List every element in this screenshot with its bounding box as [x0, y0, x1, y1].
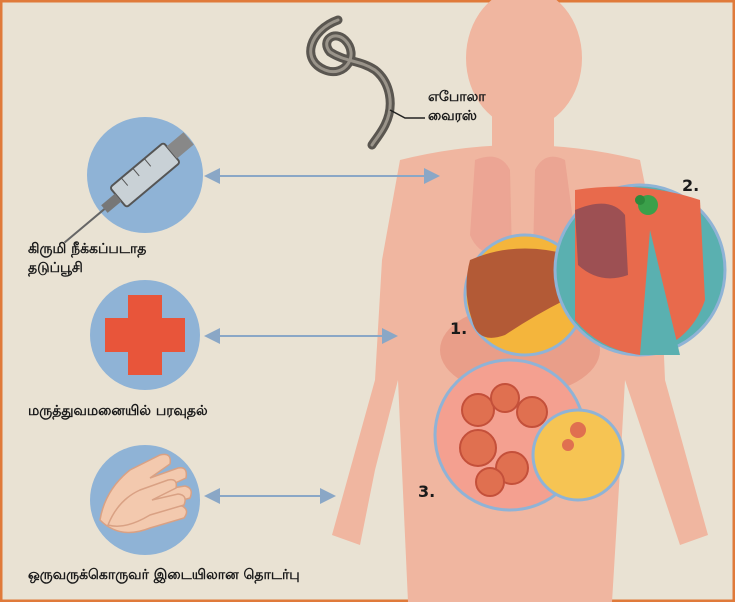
hospital-circle — [90, 280, 200, 390]
route-syringe-line-1: கிருமி நீக்கப்படாத — [28, 240, 146, 259]
virus-label-line-2: வைரஸ் — [428, 107, 486, 126]
route-syringe-label: கிருமி நீக்கப்படாத தடுப்பூசி — [28, 240, 146, 278]
organ-marker-2: 2. — [682, 175, 699, 197]
virus-label: எபோலா வைரஸ் — [428, 88, 486, 126]
lung-magnifier — [555, 185, 725, 355]
route-syringe-line-2: தடுப்பூசி — [28, 259, 146, 278]
organ-marker-1: 1. — [450, 318, 467, 340]
virus-label-line-1: எபோலா — [428, 88, 486, 107]
contact-circle — [90, 445, 200, 555]
organ-marker-3: 3. — [418, 481, 435, 503]
route-hospital-label: மருத்துவமனையில் பரவுதல் — [28, 402, 208, 421]
route-contact-label: ஒருவருக்கொருவர் இடையிலான தொடர்பு — [28, 566, 300, 585]
